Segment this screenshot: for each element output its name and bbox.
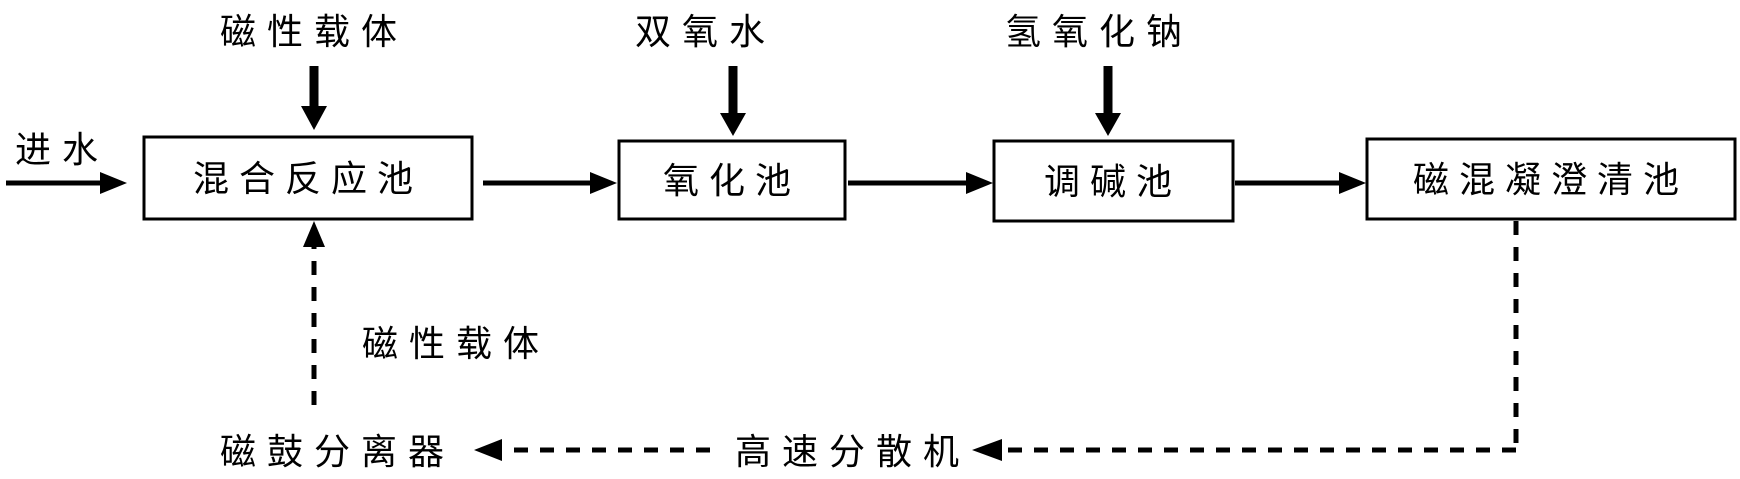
high-speed-disperser-label: 高速分散机 [735, 432, 970, 473]
sodium-hydroxide-label: 氢氧化钠 [1005, 12, 1193, 53]
mix-reaction-tank-box: 混合反应池 [142, 135, 474, 221]
magnetic-drum-separator-label: 磁鼓分离器 [220, 432, 455, 473]
hydrogen-peroxide-label: 双氧水 [635, 12, 776, 53]
flow-arrow-alkali-to-clarifier [1235, 172, 1366, 194]
carrier-input-arrow [301, 66, 327, 130]
magnetic-clarifier-box: 磁混凝澄清池 [1365, 137, 1737, 221]
carrier-return-label: 磁性载体 [362, 324, 550, 365]
oxidation-tank-box: 氧化池 [617, 139, 847, 221]
flow-arrow-oxidation-to-alkali [848, 172, 993, 194]
oxidation-tank-label: 氧化池 [663, 161, 801, 202]
alkali-adjust-tank-label: 调碱池 [1044, 162, 1182, 203]
sodium-hydroxide-arrow [1095, 66, 1121, 136]
hydrogen-peroxide-arrow [720, 66, 746, 136]
mix-reaction-tank-label: 混合反应池 [193, 159, 423, 200]
recycle-to-disperser-arrow [972, 439, 1516, 461]
water-inlet-arrow [6, 172, 127, 194]
alkali-adjust-tank-box: 调碱池 [992, 139, 1235, 223]
flow-arrow-mix-to-oxidation [483, 172, 617, 194]
water-inlet-label: 进水 [15, 130, 109, 171]
carrier-input-label: 磁性载体 [220, 12, 408, 53]
carrier-return-arrow [303, 221, 325, 405]
magnetic-clarifier-label: 磁混凝澄清池 [1413, 160, 1689, 201]
disperser-to-separator-arrow [474, 439, 710, 461]
